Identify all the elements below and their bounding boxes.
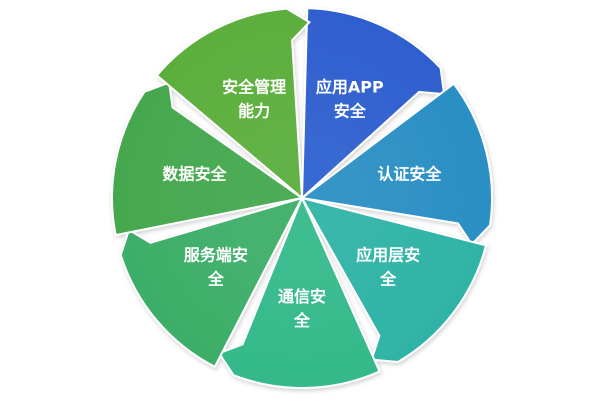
segment-label-data-security: 数据安全 xyxy=(163,164,228,183)
segment-label-line: 安全管理 xyxy=(222,78,286,97)
segment-label-line: 服务端安 xyxy=(184,246,248,265)
segment-app-security xyxy=(300,7,446,201)
segment-label-line: 认证安全 xyxy=(377,164,442,183)
segment-label-line: 全 xyxy=(207,270,225,289)
segment-label-line: 全 xyxy=(379,270,397,289)
segment-label-line: 数据安全 xyxy=(163,164,228,183)
segment-label-comm-security: 通信安全 xyxy=(278,287,326,330)
segment-label-app-security: 应用APP 安全 xyxy=(316,78,384,121)
segment-data-security xyxy=(111,81,305,237)
segment-label-line: 能力 xyxy=(238,102,270,121)
segment-label-line: 应用APP xyxy=(316,78,384,97)
segment-label-line: 应用层安 xyxy=(356,246,420,265)
segment-label-mgmt-security: 安全管理能力 xyxy=(222,78,286,121)
segment-mgmt-security xyxy=(155,7,311,201)
segment-label-line: 安全 xyxy=(334,102,367,121)
segment-label-auth-security: 认证安全 xyxy=(377,164,442,183)
segment-comm-security xyxy=(217,195,381,389)
segment-auth-security xyxy=(299,82,493,246)
segment-label-line: 全 xyxy=(293,311,311,330)
segment-label-line: 通信安 xyxy=(278,287,326,306)
segment-label-app-layer-security: 应用层安全 xyxy=(356,246,420,289)
segment-label-server-security: 服务端安全 xyxy=(184,246,248,289)
segment-app-layer-security xyxy=(299,196,488,364)
segment-server-security xyxy=(119,196,304,369)
